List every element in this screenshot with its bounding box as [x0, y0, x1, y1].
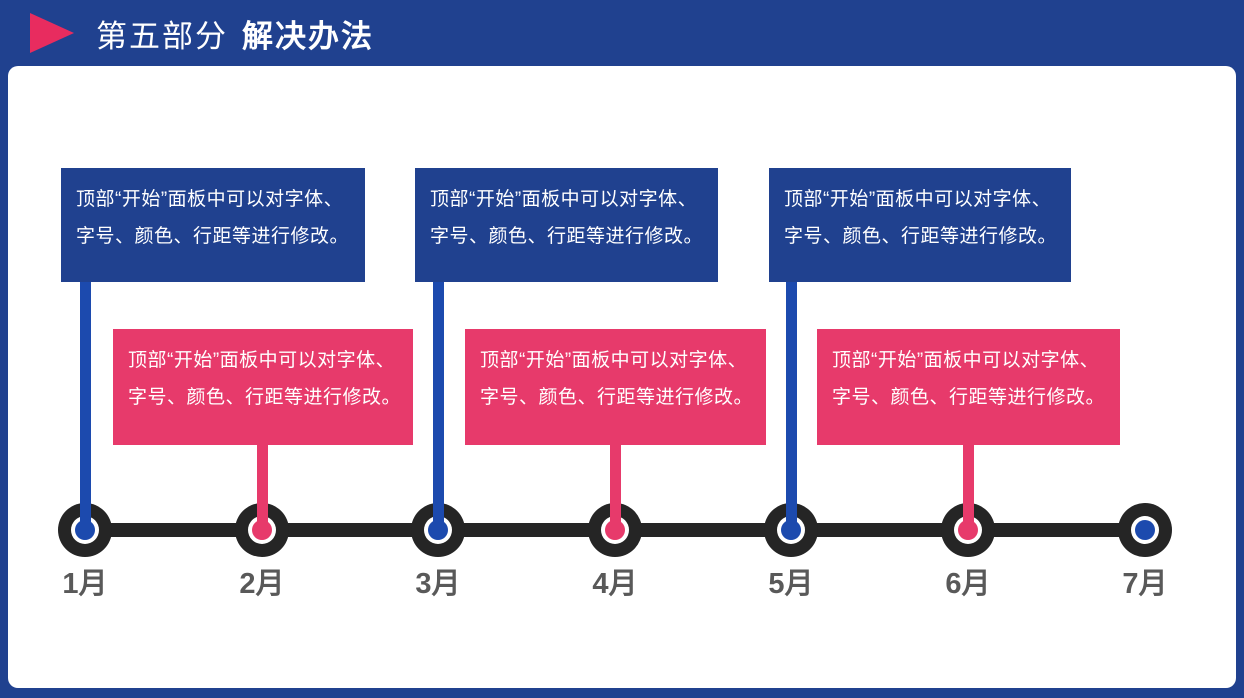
callout-text-line: 字号、颜色、行距等进行修改。 — [430, 226, 704, 247]
callout-text-line: 字号、颜色、行距等进行修改。 — [128, 387, 402, 408]
timeline-node-month-7 — [1118, 503, 1172, 557]
callout-box-month-5: 顶部“开始”面板中可以对字体、 字号、颜色、行距等进行修改。 — [769, 168, 1071, 282]
month-label-2: 2月 — [239, 568, 285, 600]
callout-box-month-1: 顶部“开始”面板中可以对字体、 字号、颜色、行距等进行修改。 — [61, 168, 365, 282]
connector-stem-month-2 — [257, 445, 268, 530]
node-dot — [1135, 520, 1155, 540]
connector-stem-month-3 — [433, 282, 444, 530]
month-label-7: 7月 — [1122, 568, 1168, 600]
connector-stem-month-6 — [963, 445, 974, 530]
callout-text-line: 顶部“开始”面板中可以对字体、 — [128, 350, 396, 371]
slide-header: 第五部分解决办法 — [0, 0, 1244, 66]
callout-text-line: 字号、颜色、行距等进行修改。 — [832, 387, 1106, 408]
month-label-6: 6月 — [945, 568, 991, 600]
callout-box-month-4: 顶部“开始”面板中可以对字体、 字号、颜色、行距等进行修改。 — [465, 329, 766, 445]
month-label-5: 5月 — [768, 568, 814, 600]
callout-text-line: 字号、颜色、行距等进行修改。 — [784, 226, 1058, 247]
node-ring — [1131, 516, 1159, 544]
month-label-3: 3月 — [415, 568, 461, 600]
connector-stem-month-5 — [786, 282, 797, 530]
callout-box-month-3: 顶部“开始”面板中可以对字体、 字号、颜色、行距等进行修改。 — [415, 168, 718, 282]
callout-box-month-6: 顶部“开始”面板中可以对字体、 字号、颜色、行距等进行修改。 — [817, 329, 1120, 445]
connector-stem-month-4 — [610, 445, 621, 530]
connector-stem-month-1 — [80, 282, 91, 530]
callout-text-line: 顶部“开始”面板中可以对字体、 — [430, 189, 698, 210]
callout-text-line: 字号、颜色、行距等进行修改。 — [76, 226, 350, 247]
section-title: 解决办法 — [242, 18, 374, 54]
month-label-4: 4月 — [592, 568, 638, 600]
callout-text-line: 顶部“开始”面板中可以对字体、 — [784, 189, 1052, 210]
month-label-1: 1月 — [62, 568, 108, 600]
callout-text-line: 字号、颜色、行距等进行修改。 — [480, 387, 754, 408]
callout-text-line: 顶部“开始”面板中可以对字体、 — [76, 189, 344, 210]
page-title: 第五部分解决办法 — [96, 11, 374, 56]
callout-box-month-2: 顶部“开始”面板中可以对字体、 字号、颜色、行距等进行修改。 — [113, 329, 413, 445]
callout-text-line: 顶部“开始”面板中可以对字体、 — [480, 350, 748, 371]
callout-text-line: 顶部“开始”面板中可以对字体、 — [832, 350, 1100, 371]
node-ring — [601, 516, 629, 544]
triangle-right-icon — [30, 13, 74, 53]
section-label: 第五部分 — [96, 18, 228, 54]
